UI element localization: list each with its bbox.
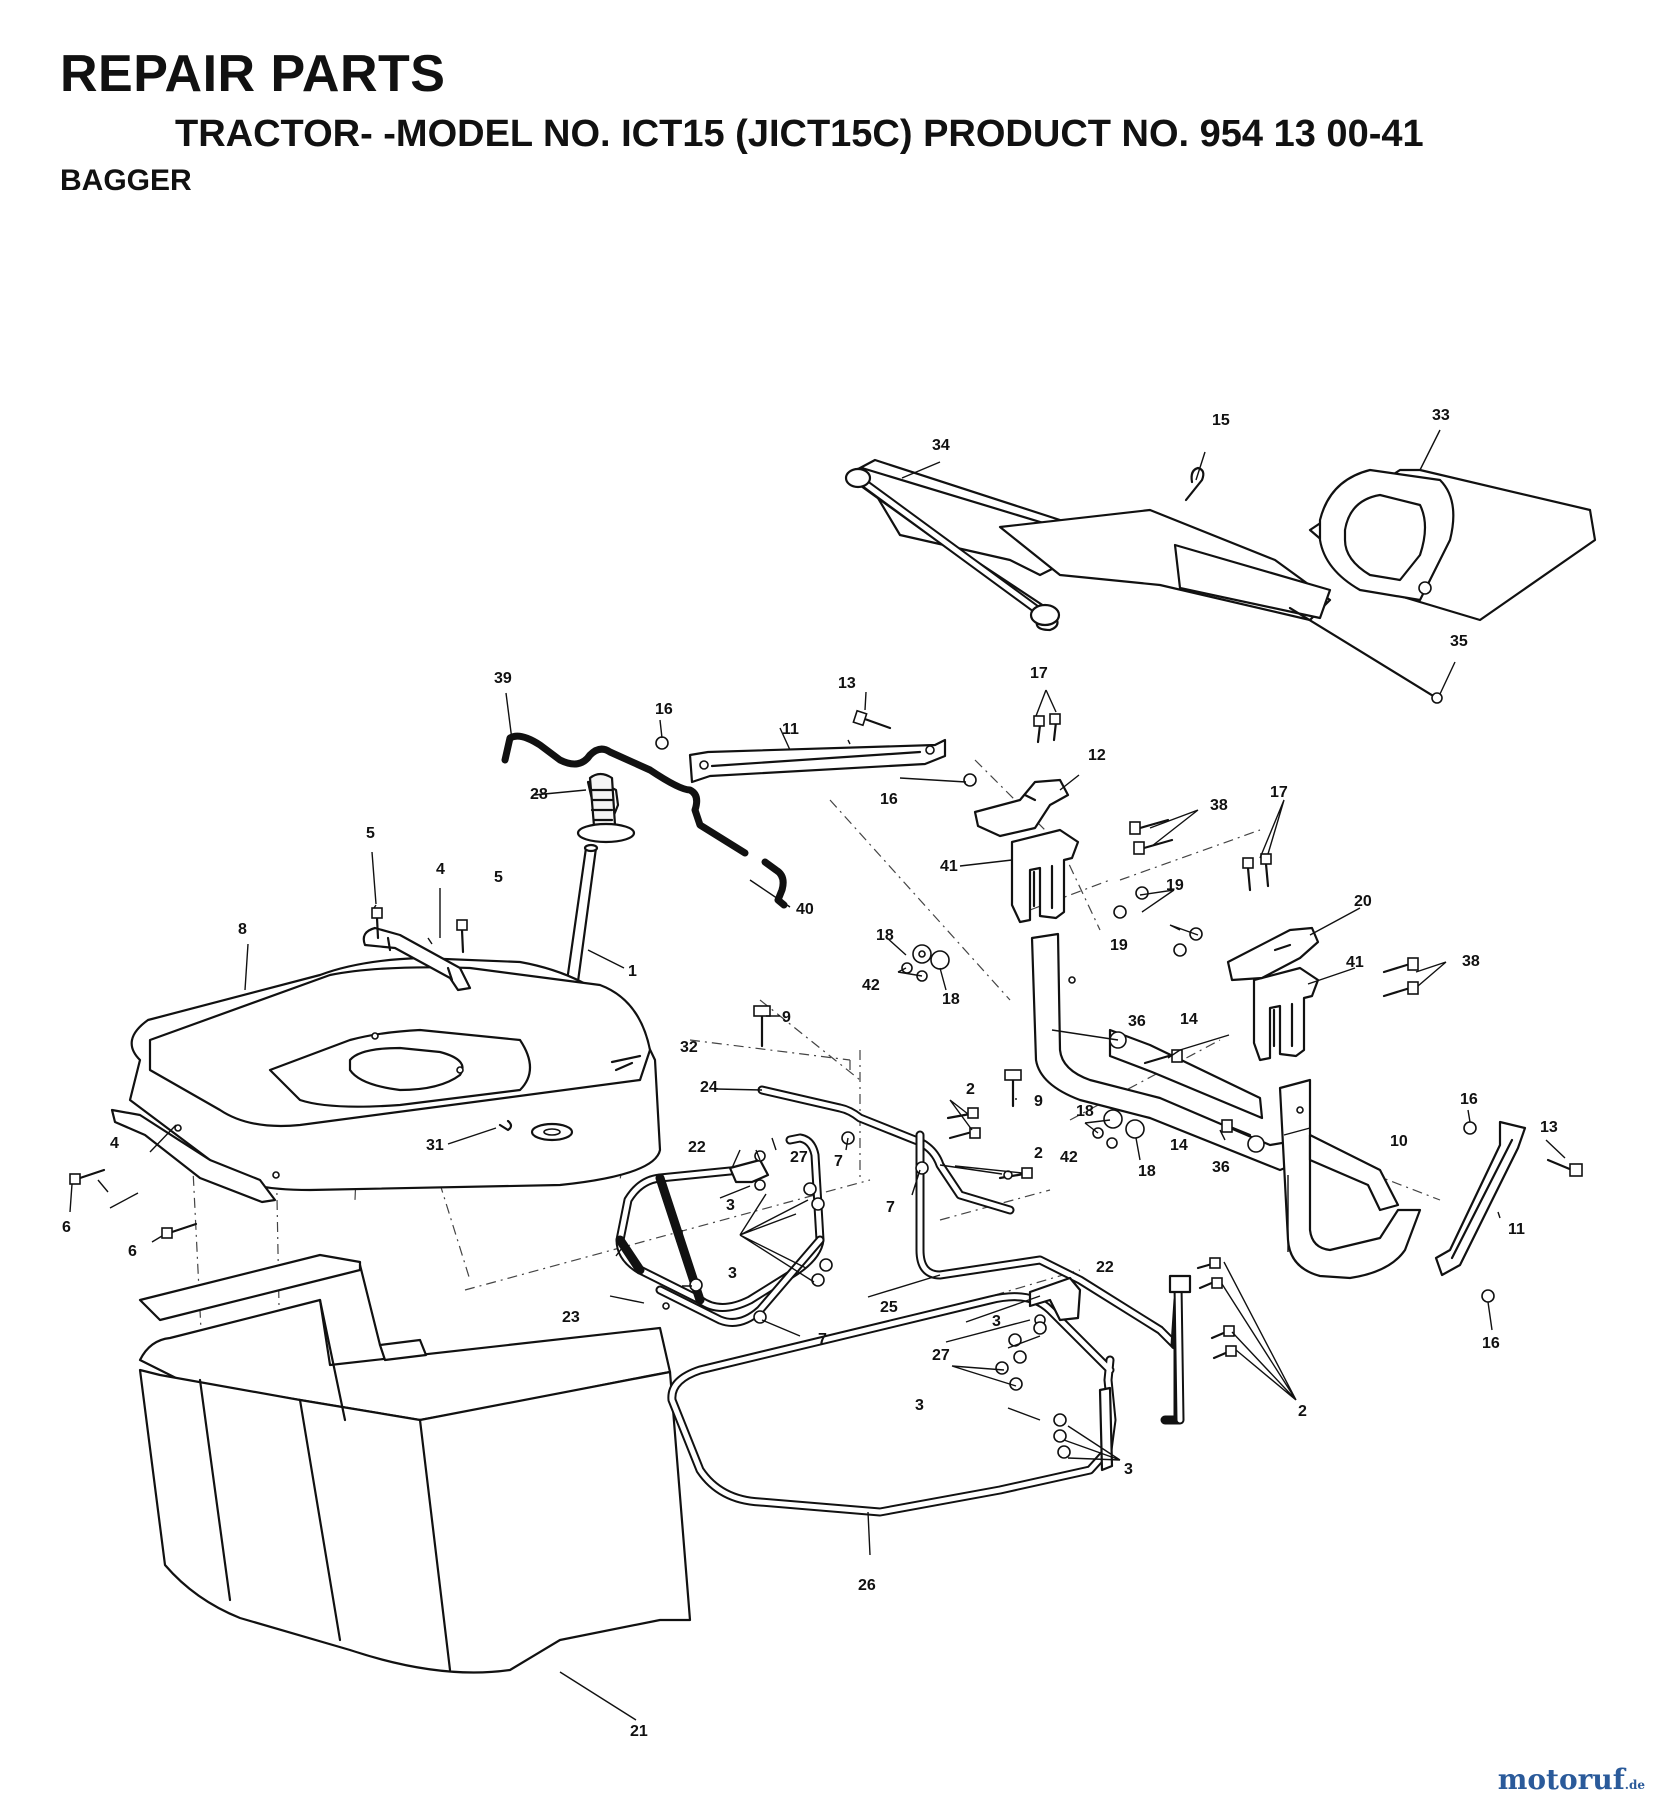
callout-18d: 18 <box>1138 1163 1156 1180</box>
callout-12: 12 <box>1088 747 1106 764</box>
brackets-22 <box>728 1150 1082 1326</box>
bag-cover <box>128 956 662 1192</box>
callout-42b: 42 <box>1060 1149 1078 1166</box>
callout-3e: 3 <box>1124 1461 1133 1478</box>
callout-16a: 16 <box>655 701 673 718</box>
callout-4a: 4 <box>436 861 445 878</box>
callout-11a: 11 <box>782 721 799 738</box>
callout-2c: 2 <box>1298 1403 1307 1420</box>
callout-33: 33 <box>1432 407 1450 424</box>
model-subtitle: TRACTOR- -MODEL NO. ICT15 (JICT15C) PROD… <box>175 113 1424 155</box>
callout-28: 28 <box>530 786 548 803</box>
callouts: 34 15 33 35 39 28 40 1 5 4 5 8 16 11 13 … <box>62 407 1558 1740</box>
callout-6a: 6 <box>62 1219 71 1236</box>
page-title: REPAIR PARTS <box>60 45 446 103</box>
callout-13b: 13 <box>1540 1119 1558 1136</box>
callout-13a: 13 <box>838 675 856 692</box>
callout-3d: 3 <box>915 1397 924 1414</box>
callout-19b: 19 <box>1110 937 1128 954</box>
callout-32: 32 <box>680 1039 698 1056</box>
callout-6b: 6 <box>128 1243 137 1260</box>
callout-41b: 41 <box>1346 954 1364 971</box>
callout-38b: 38 <box>1462 953 1480 970</box>
callout-36a: 36 <box>1128 1013 1146 1030</box>
callout-42a: 42 <box>862 977 880 994</box>
frame-25 <box>915 1130 1192 1425</box>
callout-16b: 16 <box>880 791 898 808</box>
watermark-tld: .de <box>1624 1778 1645 1792</box>
callout-9b: 9 <box>1034 1093 1043 1110</box>
callout-10: 10 <box>1390 1133 1408 1150</box>
brackets-41 <box>1010 818 1419 1062</box>
hitch-assembly <box>844 458 1597 704</box>
callout-14b: 14 <box>1170 1137 1188 1154</box>
callout-38a: 38 <box>1210 797 1228 814</box>
grass-bag <box>138 1253 692 1674</box>
callout-25: 25 <box>880 1299 898 1316</box>
callout-35: 35 <box>1450 633 1468 650</box>
callout-19a: 19 <box>1166 877 1184 894</box>
callout-4b: 4 <box>110 1135 119 1152</box>
callout-5b: 5 <box>494 869 503 886</box>
section-heading: BAGGER <box>60 164 192 197</box>
callout-15: 15 <box>1212 412 1230 429</box>
plate-20 <box>1226 853 1320 982</box>
callout-26: 26 <box>858 1577 876 1594</box>
callout-22b: 22 <box>1096 1259 1114 1276</box>
right-brace <box>1434 1120 1583 1303</box>
callout-22a: 22 <box>688 1139 706 1156</box>
callout-16d: 16 <box>1482 1335 1500 1352</box>
callout-1: 1 <box>628 963 637 980</box>
callout-11b: 11 <box>1508 1221 1525 1238</box>
callout-18c: 18 <box>1076 1103 1094 1120</box>
callout-3c: 3 <box>992 1313 1001 1330</box>
callout-36b: 36 <box>1212 1159 1230 1176</box>
upper-brace <box>655 709 977 787</box>
callout-14a: 14 <box>1180 1011 1198 1028</box>
callout-20: 20 <box>1354 893 1372 910</box>
callout-7c: 7 <box>674 1229 683 1246</box>
callout-39: 39 <box>494 670 512 687</box>
callout-18b: 18 <box>942 991 960 1008</box>
callout-2a: 2 <box>966 1081 975 1098</box>
callout-40: 40 <box>796 901 814 918</box>
callout-8: 8 <box>238 921 247 938</box>
leader-lines <box>69 429 1566 1721</box>
watermark-brand: motoruf <box>1497 1763 1625 1796</box>
callout-41a: 41 <box>940 858 958 875</box>
callout-5a: 5 <box>366 825 375 842</box>
hardware-misc <box>689 1005 1237 1459</box>
callout-17a: 17 <box>1030 665 1048 682</box>
callout-16c: 16 <box>1460 1091 1478 1108</box>
callout-21: 21 <box>630 1723 648 1740</box>
lift-cable <box>501 732 788 909</box>
callout-2b: 2 <box>1034 1145 1043 1162</box>
callout-34: 34 <box>932 437 950 454</box>
watermark-logo: motoruf.de <box>1498 1763 1645 1796</box>
callout-24: 24 <box>700 1079 718 1096</box>
callout-7b: 7 <box>886 1199 895 1216</box>
handles-4 <box>69 907 642 1239</box>
frame-23 <box>615 1133 825 1327</box>
callout-27a: 27 <box>790 1149 808 1166</box>
callout-3a: 3 <box>726 1197 735 1214</box>
callout-31: 31 <box>426 1137 444 1154</box>
callout-23: 23 <box>562 1309 580 1326</box>
callout-17b: 17 <box>1270 784 1288 801</box>
latch-plate <box>973 713 1070 838</box>
callout-3b: 3 <box>728 1265 737 1282</box>
callout-18a: 18 <box>876 927 894 944</box>
callout-9a: 9 <box>782 1009 791 1026</box>
callout-27b: 27 <box>932 1347 950 1364</box>
callout-7d: 7 <box>818 1331 827 1348</box>
callout-7a: 7 <box>834 1153 843 1170</box>
